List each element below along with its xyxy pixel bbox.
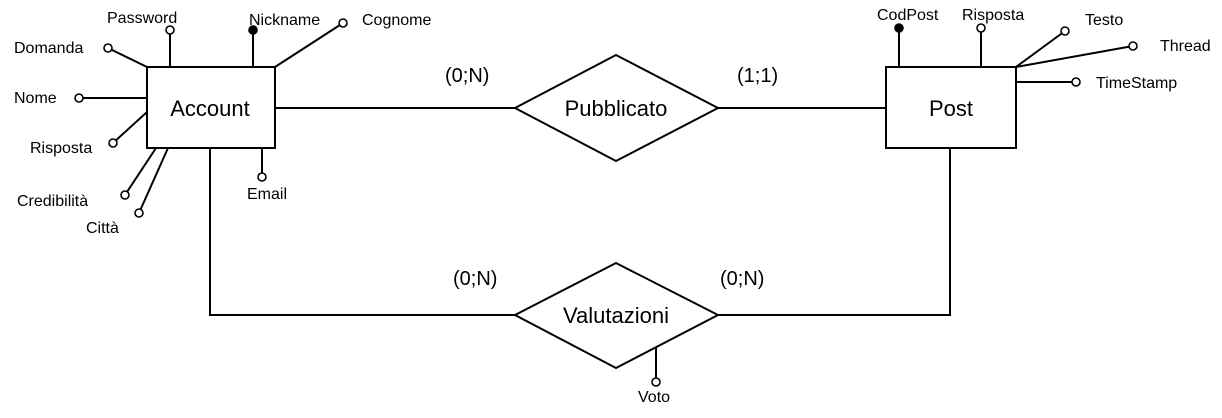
attr-email-label: Email <box>247 186 287 203</box>
cardinality-post-pubblicato: (1;1) <box>737 65 778 87</box>
attr-line-domanda <box>107 47 148 68</box>
connections <box>209 107 951 316</box>
attr-line-cognome <box>274 22 344 68</box>
attr-thread-label: Thread <box>1160 38 1211 55</box>
attr-risposta-label: Risposta <box>30 140 92 157</box>
entity-account-label: Account <box>170 96 250 121</box>
cardinality-post-valutazioni: (0;N) <box>720 268 764 290</box>
relationship-valutazioni-label: Valutazioni <box>563 303 669 328</box>
attr-line-thread <box>1015 45 1134 68</box>
attr-dot-testo <box>1060 26 1070 36</box>
entity-post-label: Post <box>929 96 973 121</box>
attr-line-risposta <box>112 111 148 144</box>
key-attr-dot-codpost <box>894 23 904 33</box>
relationship-valutazioni-diamond <box>512 261 721 370</box>
attr-dot-timestamp <box>1071 77 1081 87</box>
account-attributes: Password Nickname Cognome Domanda Nome R… <box>14 10 431 237</box>
key-attr-dot-nickname <box>248 25 258 35</box>
attr-testo-label: Testo <box>1085 12 1123 29</box>
relationship-pubblicato: Pubblicato <box>512 53 721 163</box>
post-attributes: CodPost Risposta Testo Thread TimeStamp <box>877 7 1211 92</box>
attr-dot-risposta <box>108 138 118 148</box>
attr-citta-label: Città <box>86 220 119 237</box>
attr-dot-voto <box>651 377 661 387</box>
attr-dot-email <box>257 172 267 182</box>
attr-dot-domanda <box>103 43 113 53</box>
valutazioni-attributes: Voto <box>638 342 670 406</box>
valutazioni-post-link <box>718 148 951 316</box>
attr-dot-citta <box>134 208 144 218</box>
cardinality-account-pubblicato: (0;N) <box>445 65 489 87</box>
entity-account: Account <box>146 66 276 149</box>
attr-nickname-label: Nickname <box>249 12 320 29</box>
attr-domanda-label: Domanda <box>14 40 83 57</box>
attr-password-label: Password <box>107 10 177 27</box>
attr-line-credibilita <box>124 147 157 196</box>
account-valutazioni-link <box>209 148 515 316</box>
attr-timestamp-label: TimeStamp <box>1096 75 1177 92</box>
attr-credibilita-label: Credibilità <box>17 193 88 210</box>
relationship-pubblicato-label: Pubblicato <box>565 96 668 121</box>
relationship-valutazioni: Valutazioni <box>512 261 721 370</box>
attr-line-citta <box>138 147 169 214</box>
attr-nome-label: Nome <box>14 90 57 107</box>
entity-post-box <box>885 66 1017 149</box>
attr-dot-post-risposta <box>976 23 986 33</box>
attr-post-risposta-label: Risposta <box>962 7 1024 24</box>
relationship-pubblicato-diamond <box>512 53 721 163</box>
cardinalities: (0;N) (1;1) (0;N) (0;N) <box>445 65 778 290</box>
attr-dot-thread <box>1128 41 1138 51</box>
entity-post: Post <box>885 66 1017 149</box>
attr-cognome-label: Cognome <box>362 12 431 29</box>
entity-account-box <box>146 66 276 149</box>
attr-dot-nome <box>74 93 84 103</box>
attr-voto-label: Voto <box>638 389 670 406</box>
attr-line-testo <box>1015 30 1066 68</box>
cardinality-account-valutazioni: (0;N) <box>453 268 497 290</box>
attr-dot-cognome <box>338 18 348 28</box>
attr-codpost-label: CodPost <box>877 7 939 24</box>
attr-dot-password <box>165 25 175 35</box>
attr-dot-credibilita <box>120 190 130 200</box>
